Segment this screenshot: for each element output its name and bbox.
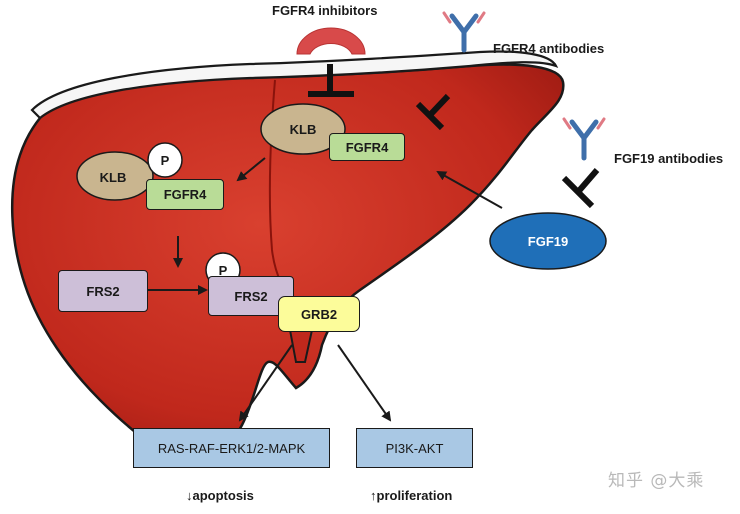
fgf19-label: FGF19 bbox=[527, 233, 569, 249]
klb-top-label: KLB bbox=[289, 121, 317, 137]
frs2-box: FRS2 bbox=[58, 270, 148, 312]
fgf19-block-icon bbox=[561, 168, 600, 209]
arrow-receptor-to-phospho bbox=[236, 157, 266, 182]
phospho-frs2-label: P bbox=[218, 262, 228, 278]
arrow-grb2-to-pi3k bbox=[337, 344, 392, 422]
vessel-stub bbox=[289, 329, 313, 363]
grb2-box: GRB2 bbox=[278, 296, 360, 332]
fgf19-label-wrap: FGF19 bbox=[508, 228, 588, 254]
phospho-klb-label-wrap: P bbox=[151, 147, 179, 173]
fgf19-antibodies-label: FGF19 antibodies bbox=[614, 151, 724, 166]
proliferation-label: ↑proliferation bbox=[370, 488, 453, 503]
pi3k-pathway-label: PI3K-AKT bbox=[385, 440, 444, 456]
klb-top-node bbox=[260, 103, 346, 155]
fgfr4-antibodies-label: FGFR4 antibodies bbox=[493, 41, 605, 56]
klb-left-label: KLB bbox=[99, 169, 127, 185]
fgf19-node bbox=[489, 212, 607, 270]
fgfr4-top-box: FGFR4 bbox=[329, 133, 405, 161]
pi3k-pathway-box: PI3K-AKT bbox=[356, 428, 473, 468]
phospho-klb-label: P bbox=[160, 152, 170, 168]
antibody-block-icon bbox=[415, 93, 451, 131]
fgfr4-inhibitors-label: FGFR4 inhibitors bbox=[272, 3, 378, 18]
fgf19-antibody-icon bbox=[562, 117, 606, 161]
apoptosis-label: ↓apoptosis bbox=[186, 488, 254, 503]
frs2-label: FRS2 bbox=[86, 283, 120, 299]
fgfr4-top-label: FGFR4 bbox=[345, 139, 389, 155]
liver-ridge bbox=[30, 50, 559, 120]
klb-top-label-wrap: KLB bbox=[280, 116, 326, 142]
grb2-label: GRB2 bbox=[300, 306, 338, 322]
fgfr4-antibody-icon bbox=[442, 11, 486, 53]
fgfr4-left-box: FGFR4 bbox=[146, 179, 224, 210]
arrow-fgf19-to-fgfr4 bbox=[436, 171, 503, 209]
klb-left-label-wrap: KLB bbox=[90, 164, 136, 190]
phospho-klb-node bbox=[147, 142, 183, 178]
mapk-pathway-box: RAS-RAF-ERK1/2-MAPK bbox=[133, 428, 330, 468]
arrow-grb2-to-mapk bbox=[238, 344, 293, 422]
frs2-p-label: FRS2 bbox=[234, 288, 268, 304]
fgfr4-left-label: FGFR4 bbox=[163, 187, 207, 202]
phospho-frs2-label-wrap: P bbox=[209, 257, 237, 283]
klb-left-node bbox=[76, 151, 154, 201]
mapk-pathway-label: RAS-RAF-ERK1/2-MAPK bbox=[157, 440, 306, 456]
inhibitor-arc-icon bbox=[296, 27, 366, 55]
watermark-text: 知乎 @大乘 bbox=[608, 471, 705, 491]
inhibitor-block-icon bbox=[308, 64, 354, 97]
